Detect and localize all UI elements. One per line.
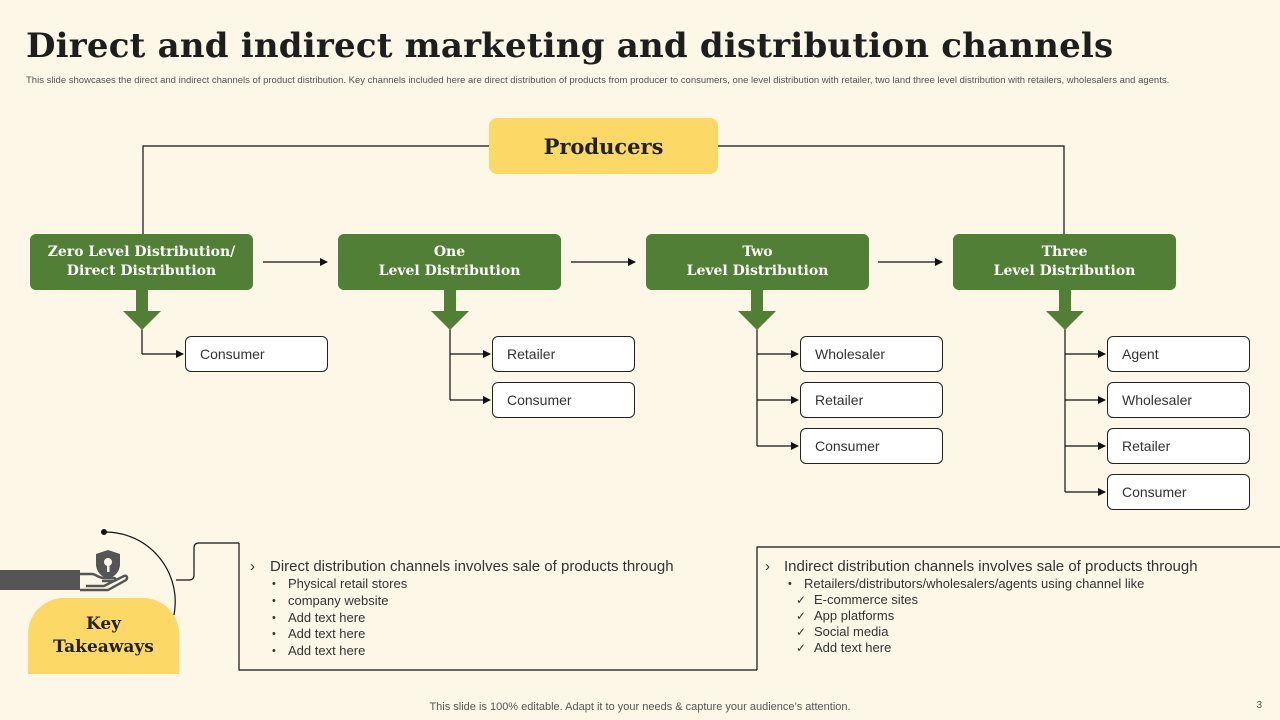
level-label-line2: Direct Distribution [66, 263, 217, 279]
level-label-line2: Level Distribution [993, 263, 1136, 279]
leaf-three-agent: Agent [1107, 336, 1250, 372]
leaf-one-consumer: Consumer [492, 382, 635, 418]
takeaway-bar [0, 570, 80, 590]
takeaway-label-line1: Key [85, 614, 122, 634]
takeaway-label-line2: Takeaways [53, 637, 154, 657]
indirect-panel-border [756, 546, 1280, 670]
level-box-zero: Zero Level Distribution/ Direct Distribu… [30, 234, 253, 290]
list-item: Social media [796, 624, 918, 640]
level-label-line1: Two [742, 244, 773, 260]
level-label-line1: Three [1041, 244, 1088, 260]
chevron-right-icon: › [250, 558, 255, 575]
level-label-line2: Level Distribution [686, 263, 829, 279]
level-down-arrow-3 [1046, 290, 1084, 330]
list-item: Add text here [796, 640, 918, 656]
leaf-zero-consumer: Consumer [185, 336, 328, 372]
shield-hand-icon [80, 550, 129, 592]
producers-box: Producers [489, 118, 718, 174]
leaf-two-wholesaler: Wholesaler [800, 336, 943, 372]
leaf-one-retailer: Retailer [492, 336, 635, 372]
level-down-arrow-2 [738, 290, 776, 330]
level-down-arrow-0 [123, 290, 161, 330]
list-item: E-commerce sites [796, 592, 918, 608]
page-number: 3 [1256, 700, 1262, 711]
leaf-three-consumer: Consumer [1107, 474, 1250, 510]
level-label-line1: Zero Level Distribution/ [47, 244, 236, 260]
level-label-line2: Level Distribution [378, 263, 521, 279]
direct-list: Physical retail stores company website A… [270, 576, 407, 660]
indirect-heading: Indirect distribution channels involves … [784, 558, 1198, 575]
indirect-sub-list: Retailers/distributors/wholesalers/agent… [786, 576, 1144, 593]
leaf-two-retailer: Retailer [800, 382, 943, 418]
list-item: company website [270, 593, 407, 610]
direct-heading: Direct distribution channels involves sa… [270, 558, 674, 575]
level-box-two: Two Level Distribution [646, 234, 869, 290]
level-box-three: Three Level Distribution [953, 234, 1176, 290]
list-item: Add text here [270, 643, 407, 660]
level-label-line1: One [433, 244, 466, 260]
list-item: App platforms [796, 608, 918, 624]
leaf-three-retailer: Retailer [1107, 428, 1250, 464]
page-subtitle: This slide showcases the direct and indi… [26, 75, 1170, 86]
leaf-three-wholesaler: Wholesaler [1107, 382, 1250, 418]
indirect-check-list: E-commerce sites App platforms Social me… [796, 592, 918, 656]
level-box-one: One Level Distribution [338, 234, 561, 290]
producer-link-left [142, 145, 489, 234]
takeaway-arc [103, 531, 176, 616]
list-item: Retailers/distributors/wholesalers/agent… [786, 576, 1144, 593]
page-title: Direct and indirect marketing and distri… [26, 26, 1114, 66]
list-item: Add text here [270, 610, 407, 627]
chevron-right-icon: › [765, 558, 770, 575]
list-item: Physical retail stores [270, 576, 407, 593]
leaf-two-consumer: Consumer [800, 428, 943, 464]
key-takeaways-box: Key Takeaways [28, 598, 179, 674]
list-item: Add text here [270, 626, 407, 643]
direct-panel-border [238, 543, 757, 671]
takeaway-connector [176, 542, 239, 581]
producer-link-right [718, 145, 1065, 234]
level-down-arrow-1 [431, 290, 469, 330]
footer-note: This slide is 100% editable. Adapt it to… [429, 701, 851, 713]
